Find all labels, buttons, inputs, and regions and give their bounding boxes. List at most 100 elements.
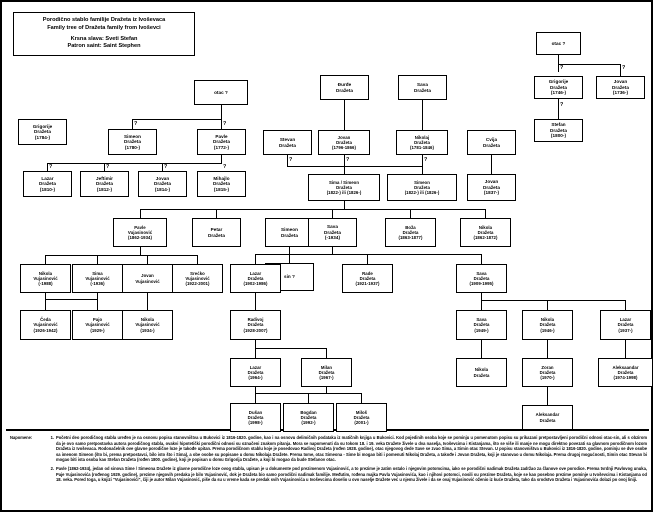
connector — [45, 299, 47, 310]
node-otac-left[interactable]: otac ? — [194, 80, 248, 105]
node-nikola-bottom[interactable]: Nikola Dražeta — [456, 358, 507, 387]
node-line1: Srećko — [190, 270, 205, 276]
connector — [410, 209, 412, 218]
connector — [625, 300, 627, 310]
connector — [97, 255, 99, 264]
node-simeon-mid[interactable]: Simeon Dražeta — [265, 218, 314, 247]
connector — [547, 300, 549, 310]
node-lazar-1937[interactable]: Lazar Dražeta (1937-) — [600, 310, 651, 340]
connector — [45, 255, 197, 257]
node-aleksandar-1974[interactable]: Aleksaandar Dražeta (1974-1998) — [598, 358, 653, 387]
node-jeftimir-1812[interactable]: Jeftimir Dražeta (1812-) — [80, 171, 129, 197]
node-line2: Dražeta — [154, 181, 171, 187]
node-nikola-1946[interactable]: Nikola Dražeta (1946-) — [522, 310, 573, 340]
node-jovan-1736[interactable]: Jovan Dražeta (1736-) — [596, 76, 645, 99]
node-grigorije-1746[interactable]: Grigorije Dražeta (1746-) — [534, 76, 583, 99]
patron-saint-sr: Krsna slava: Sveti Stefan — [70, 36, 138, 42]
node-jovan-vujasinovic[interactable]: Jovan Vujasinović — [122, 264, 173, 293]
node-jovan-1814[interactable]: Jovan Dražeta (1814-) — [138, 171, 187, 197]
note-text: Početni deo porodičnog stabla uređen je … — [56, 435, 647, 463]
node-radivoj-1928[interactable]: Radivoj Dražeta (1928-2007) — [230, 310, 281, 340]
node-stefan-1800[interactable]: Stefan Dražeta (1800-) — [534, 119, 583, 142]
node-stevan[interactable]: Stevan Dražeta — [263, 130, 312, 155]
node-lazar-1810[interactable]: Lazar Dražeta (1810-) — [23, 171, 72, 197]
node-line3: (1837-) — [483, 190, 500, 196]
node-sima-vujasinovic-1936[interactable]: Sima Vujasinović (-1936) — [72, 264, 123, 293]
node-simeon-1822[interactable]: Simeon Dražeta (1822-) ili (1826-) — [387, 174, 457, 201]
connector — [491, 155, 493, 174]
node-aleksandar-bottom[interactable]: Aleksandar Dražeta — [522, 405, 573, 430]
node-line2: Dražeta — [402, 229, 419, 235]
node-pavle-vujasinovic-1862[interactable]: Pavle Vujasinović (1862-1934) — [113, 218, 167, 247]
connector — [255, 340, 257, 349]
node-simeon-1780[interactable]: Simeon Dražeta (1780-) — [108, 129, 157, 155]
node-sava-top[interactable]: Sava Dražeta — [398, 75, 447, 100]
node-cvija[interactable]: Cvija Dražeta — [467, 130, 516, 155]
node-nikola-vujasinovic-1988[interactable]: Nikola Vujasinović (-1988) — [20, 264, 71, 293]
node-mihajlo-1815[interactable]: Mihajlo Dražeta (1815-) — [197, 171, 246, 197]
node-rade-1921[interactable]: Rade Dražeta (1921-1937) — [342, 264, 393, 293]
node-ceda-vujasinovic-1926[interactable]: Čeda Vujasinović (1926-1942) — [20, 310, 71, 340]
node-line2: Vujasinović — [135, 322, 160, 328]
node-line1: Simeon — [414, 179, 430, 185]
node-nikola-1862[interactable]: Nikola Dražeta (1862-1872) — [460, 218, 511, 247]
node-line1: Lazar — [41, 175, 54, 181]
node-zoran-1970[interactable]: Zoran Dražeta (1970-) — [522, 358, 573, 387]
node-line2: Dražeta — [247, 369, 264, 375]
node-line1: Milan — [320, 364, 333, 370]
connector — [255, 293, 257, 310]
connector — [140, 209, 142, 218]
node-line3: (1922-2001) — [185, 281, 210, 287]
node-lazar-1902[interactable]: Lazar Dražeta (1902-1986) — [230, 264, 281, 293]
node-line3: (1812-) — [96, 186, 113, 192]
node-line2: Dražeta — [550, 127, 567, 133]
node-dusan-1998[interactable]: Dušan Dražeta (1998-) — [230, 403, 281, 432]
connector — [481, 300, 626, 302]
connector — [147, 255, 149, 264]
node-srecko-vujasinovic-1922[interactable]: Srećko Vujasinović (1922-2001) — [172, 264, 223, 293]
node-sava-1949[interactable]: Sava Dražeta (1949-) — [456, 310, 507, 340]
node-line1: Pavle — [215, 133, 228, 139]
node-nikolaj-1781[interactable]: Nikolaj Dražeta (1781-1846) — [396, 130, 448, 155]
node-djurdje[interactable]: Đurđe Dražeta — [320, 75, 369, 100]
node-sava-1934[interactable]: Sava Dražeta (-1934) — [308, 218, 357, 247]
node-jovan-1796[interactable]: Jovan Dražeta (1796-1866) — [318, 130, 370, 155]
node-milos-2001[interactable]: Miloš Dražeta (2001-) — [336, 403, 387, 432]
connector — [197, 255, 199, 264]
node-lazar-1964[interactable]: Lazar Dražeta (1964-) — [230, 358, 281, 387]
connector — [45, 255, 47, 264]
node-line1: Radivoj — [247, 317, 264, 323]
node-bogdan-1992[interactable]: Bogdan Dražeta (1992-) — [283, 403, 334, 432]
node-petar-drazeta[interactable]: Petar Dražeta — [192, 218, 241, 247]
node-line3: (1970-) — [540, 375, 555, 381]
note-number: 2. — [50, 465, 54, 471]
node-line3: (1800-) — [550, 133, 567, 139]
node-pavle-1772[interactable]: Pavle Dražeta (1772-) — [197, 129, 246, 155]
node-sima-simeon[interactable]: Sima / Simeon Dražeta (1822-) ili (1826-… — [308, 174, 380, 201]
node-otac-right[interactable]: otac ? — [536, 32, 581, 55]
connector — [620, 64, 622, 76]
connector — [255, 348, 327, 350]
node-line2: Vujasinović — [185, 275, 210, 281]
node-nikola-vujasinovic-1934[interactable]: Nikola Vujasinović (1934-) — [122, 310, 173, 340]
node-line3: (-1988) — [38, 281, 53, 287]
connector — [287, 155, 289, 167]
node-line2: Dražeta — [213, 181, 230, 187]
node-pajo-vujasinovic-1929[interactable]: Pajo Vujasinović (1929-) — [72, 310, 123, 340]
node-jovan-1837[interactable]: Jovan Dražeta (1837-) — [467, 174, 516, 201]
node-line2: Dražeta — [617, 322, 634, 328]
node-line3: (1928-2007) — [243, 327, 268, 333]
node-line2: Dražeta — [336, 87, 353, 93]
node-grigorije-1784[interactable]: Grigorije Dražeta (1784-) — [18, 119, 67, 145]
node-line3: (-1934) — [324, 235, 341, 241]
node-boza-1863[interactable]: Boža Dražeta (1863-1877) — [385, 218, 436, 247]
node-milan-1967[interactable]: Milan Dražeta (1967-) — [301, 358, 352, 387]
node-line2: Dražeta — [300, 414, 317, 420]
node-line3: (1921-1937) — [355, 281, 380, 287]
node-sava-1909[interactable]: Sava Dražeta (1909-1995) — [456, 264, 507, 293]
note-item: 2. Pavle (1862-1934), jedan od sinova Si… — [10, 466, 647, 483]
node-line3: (1929-) — [90, 327, 105, 333]
connector — [47, 163, 222, 165]
node-line2: Dražeta — [247, 275, 264, 281]
connector — [344, 155, 346, 167]
